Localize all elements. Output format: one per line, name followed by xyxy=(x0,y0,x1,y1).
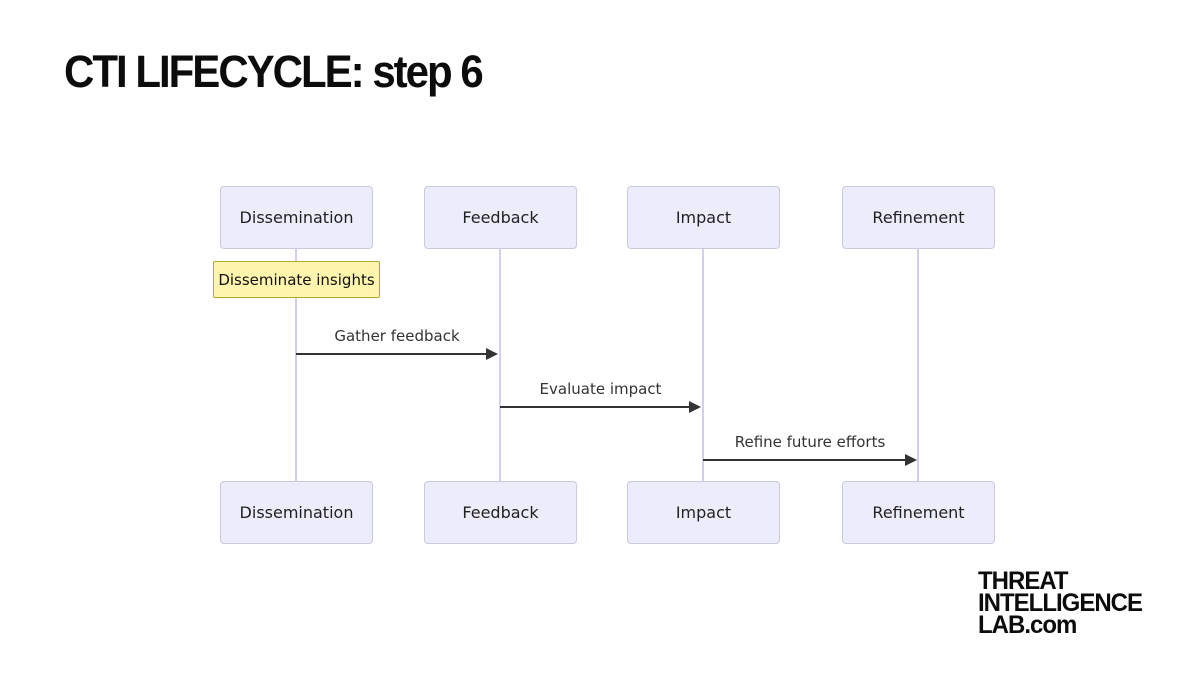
message-line xyxy=(296,348,498,360)
message-label: Gather feedback xyxy=(334,327,460,345)
message-label: Evaluate impact xyxy=(539,380,662,398)
actor-bottom-feedback: Feedback xyxy=(424,481,577,544)
lifeline-refinement xyxy=(917,249,919,481)
actor-label: Dissemination xyxy=(239,503,354,522)
arrowhead-right-icon xyxy=(689,401,701,413)
lifeline-dissemination xyxy=(295,249,297,481)
actor-label: Feedback xyxy=(462,208,539,227)
actor-bottom-refinement: Refinement xyxy=(842,481,995,544)
logo-line-3: LAB.com xyxy=(978,610,1077,640)
threat-intelligence-lab-logo: THREAT INTELLIGENCE LAB.com xyxy=(978,566,1143,640)
message-line xyxy=(500,401,701,413)
message-label: Refine future efforts xyxy=(734,433,886,451)
lifeline-impact xyxy=(702,249,704,481)
actor-top-dissemination: Dissemination xyxy=(220,186,373,249)
arrowhead-right-icon xyxy=(905,454,917,466)
actor-label: Impact xyxy=(675,503,732,522)
actor-label: Refinement xyxy=(872,503,965,522)
message-evaluate-impact: Evaluate impact xyxy=(500,380,701,413)
message-line xyxy=(703,454,917,466)
page-title: CTI LIFECYCLE: step 6 xyxy=(64,46,484,97)
logo-line-2: INTELLIGENCE xyxy=(978,588,1143,618)
logo-line-1: THREAT xyxy=(978,566,1069,596)
actor-top-refinement: Refinement xyxy=(842,186,995,249)
message-refine-future-efforts: Refine future efforts xyxy=(703,433,917,466)
actor-top-impact: Impact xyxy=(627,186,780,249)
note-label: Disseminate insights xyxy=(218,270,375,289)
actor-label: Dissemination xyxy=(239,208,354,227)
arrowhead-right-icon xyxy=(486,348,498,360)
actor-label: Feedback xyxy=(462,503,539,522)
lifeline-feedback xyxy=(499,249,501,481)
actor-bottom-impact: Impact xyxy=(627,481,780,544)
actor-label: Impact xyxy=(675,208,732,227)
note-disseminate-insights: Disseminate insights xyxy=(213,261,380,298)
actor-top-feedback: Feedback xyxy=(424,186,577,249)
message-gather-feedback: Gather feedback xyxy=(296,327,498,360)
actor-label: Refinement xyxy=(872,208,965,227)
actor-bottom-dissemination: Dissemination xyxy=(220,481,373,544)
